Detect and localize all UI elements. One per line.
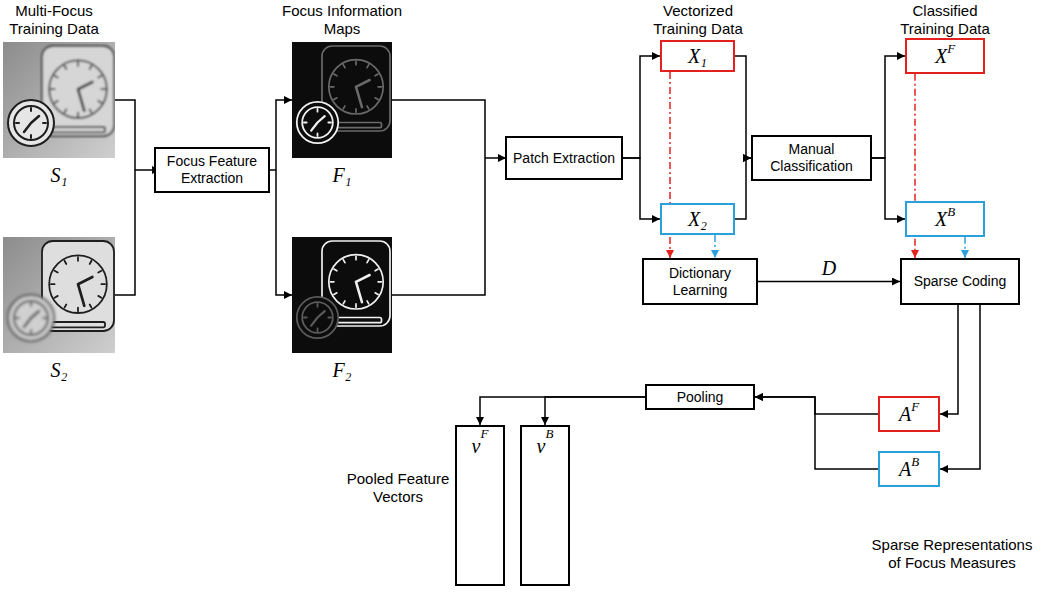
flow-arrow [480, 397, 645, 425]
flow-arrow [714, 235, 716, 258]
image-wire [115, 170, 135, 295]
box-text: Dictionary Learning [644, 265, 756, 299]
math-symbol: F [480, 427, 488, 440]
flow-arrow [623, 56, 660, 158]
image-wire [276, 170, 292, 295]
flow-arrow [755, 397, 878, 414]
flow-arrow [758, 281, 900, 283]
math-symbol: X₂ [688, 208, 707, 230]
image-wire [276, 100, 292, 170]
flow-arrow [872, 56, 905, 158]
feature-vector-box: vF [455, 425, 505, 586]
process-box: Pooling [645, 384, 755, 411]
data-box: XB [905, 201, 985, 237]
image-wire [115, 100, 506, 295]
column-heading: Vectorized Training Data [643, 2, 753, 38]
annotation: Sparse Representations of Focus Measures [864, 536, 1040, 572]
math-symbol: F [947, 42, 955, 55]
flow-arrow [735, 56, 751, 158]
math-symbol: X [935, 45, 947, 67]
flow-arrow [964, 237, 966, 258]
image-wire [485, 157, 506, 159]
math-symbol: B [947, 205, 955, 218]
focus-map [292, 42, 392, 158]
image-label: F₂ [322, 358, 362, 382]
box-text: Sparse Coding [914, 273, 1007, 290]
flow-arrow [755, 397, 878, 469]
data-box: X₂ [660, 203, 735, 235]
process-box: Focus Feature Extraction [154, 147, 270, 193]
column-heading: Classified Training Data [885, 2, 1005, 38]
image-label: S₁ [39, 163, 79, 187]
box-text: Focus Feature Extraction [156, 153, 268, 187]
math-symbol: X₁ [688, 45, 707, 67]
box-text: Pooling [677, 389, 724, 406]
math-symbol: A [899, 458, 911, 480]
image-wire [115, 100, 135, 170]
math-symbol: F [911, 400, 919, 413]
box-text: Manual Classification [753, 141, 870, 175]
math-symbol: B [545, 427, 553, 440]
annotation: Pooled Feature Vectors [346, 470, 450, 506]
feature-vector-box: vB [520, 425, 570, 586]
image-label: S₂ [39, 358, 79, 382]
flow-arrow [940, 305, 958, 414]
box-text: Patch Extraction [513, 150, 615, 167]
data-box: XF [905, 38, 985, 74]
sparse-code-box: AF [878, 396, 940, 432]
focus-map [292, 237, 392, 353]
edge-label: D [820, 257, 838, 280]
sparse-code-box: AB [878, 451, 940, 487]
process-box: Dictionary Learning [642, 258, 758, 305]
column-heading: Focus Information Maps [277, 2, 407, 38]
process-box: Manual Classification [751, 135, 872, 181]
process-box: Patch Extraction [505, 136, 623, 180]
source-image [3, 237, 115, 353]
math-symbol: v [537, 435, 546, 457]
math-symbol: B [911, 455, 919, 468]
column-heading: Multi-Focus Training Data [2, 2, 106, 38]
source-image [3, 42, 115, 158]
flow-arrow [940, 305, 980, 469]
image-wire [392, 100, 485, 158]
math-symbol: X [935, 208, 947, 230]
math-symbol: v [472, 435, 481, 457]
flow-arrow [735, 158, 751, 219]
flow-arrow [623, 158, 660, 219]
process-box: Sparse Coding [900, 258, 1020, 305]
math-symbol: A [899, 403, 911, 425]
data-box: X₁ [660, 40, 735, 72]
flow-arrow [872, 158, 905, 219]
image-wire [392, 158, 485, 295]
image-label: F₁ [322, 163, 362, 187]
flow-arrow [545, 397, 645, 425]
